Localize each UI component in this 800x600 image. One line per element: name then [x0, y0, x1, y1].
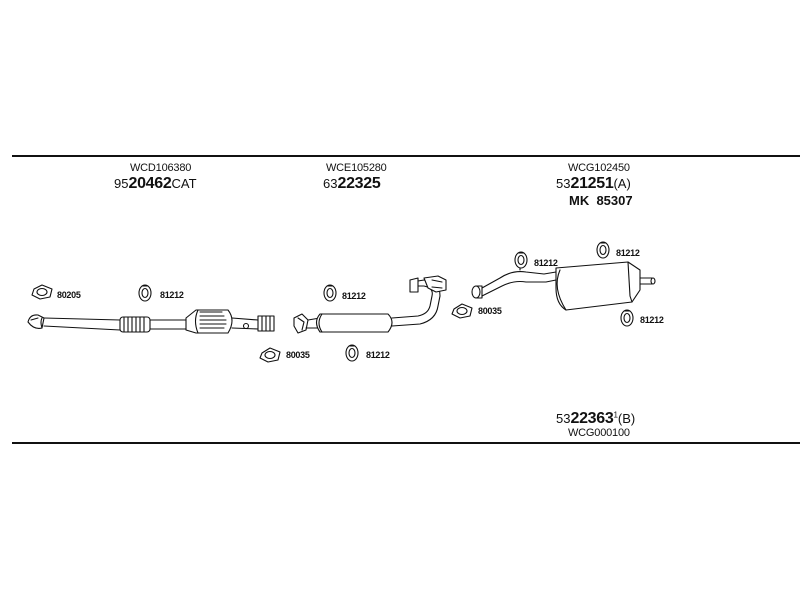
- clamp-81212-d-icon: [514, 251, 528, 269]
- gasket-80035-b-icon: [451, 303, 473, 319]
- group3-code: WCG102450: [568, 162, 630, 174]
- group3-part-suffix: (A): [613, 176, 631, 191]
- group2-part-prefix: 63: [323, 176, 338, 191]
- group1-part-number: 9520462CAT: [114, 175, 197, 193]
- clamp-81212-e-label: 81212: [616, 248, 640, 258]
- clamp-81212-d-label: 81212: [534, 258, 558, 268]
- gasket-80035-b-label: 80035: [478, 306, 502, 316]
- center-silencer: [293, 275, 447, 334]
- clamp-81212-a-icon: [138, 284, 152, 302]
- gasket-80205-label: 80205: [57, 290, 81, 300]
- clamp-81212-f-label: 81212: [640, 315, 664, 325]
- group3-mk-label: MK 85307: [569, 193, 633, 208]
- group3-part-main: 21251: [570, 175, 614, 192]
- group1-part-suffix: CAT: [171, 176, 197, 191]
- clamp-81212-c-icon: [323, 284, 337, 302]
- bottom-rule: [12, 442, 800, 444]
- gasket-80205-icon: [31, 284, 53, 300]
- group1-code: WCD106380: [130, 162, 192, 174]
- front-pipe-catalyst: [27, 309, 275, 334]
- clamp-81212-f-icon: [620, 309, 634, 327]
- clamp-81212-b-label: 81212: [366, 350, 390, 360]
- clamp-81212-b-icon: [345, 344, 359, 362]
- group4-part-number: 53223631(B): [556, 410, 635, 428]
- group4-part-prefix: 53: [556, 411, 571, 426]
- group3-part-prefix: 53: [556, 176, 571, 191]
- group2-part-number: 6322325: [323, 175, 381, 193]
- group4-part-main: 22363: [570, 410, 614, 427]
- clamp-81212-e-icon: [596, 241, 610, 259]
- clamp-81212-c-label: 81212: [342, 291, 366, 301]
- rear-silencer: [471, 261, 656, 311]
- group4-part-suffix: (B): [617, 411, 636, 426]
- gasket-80035-a-label: 80035: [286, 350, 310, 360]
- group1-part-main: 20462: [128, 175, 172, 192]
- top-rule: [12, 155, 800, 157]
- group3-part-number: 5321251(A): [556, 175, 631, 193]
- group4-part-sup: 1: [613, 410, 618, 420]
- gasket-80035-a-icon: [259, 347, 281, 363]
- group2-part-main: 22325: [337, 175, 381, 192]
- group1-part-prefix: 95: [114, 176, 129, 191]
- group2-code: WCE105280: [326, 162, 387, 174]
- clamp-81212-a-label: 81212: [160, 290, 184, 300]
- group4-code: WCG000100: [568, 427, 630, 439]
